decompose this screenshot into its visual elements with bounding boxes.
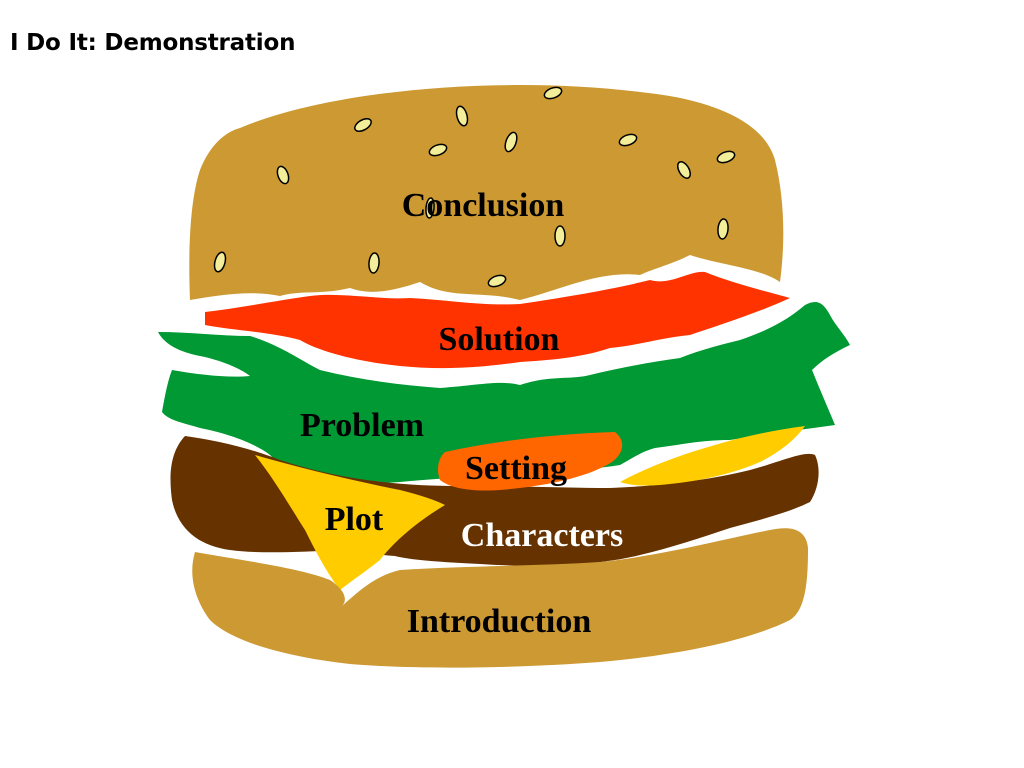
problem-label: Problem (300, 407, 424, 444)
cheese-slice-left (255, 455, 445, 590)
lettuce-leaf (158, 302, 850, 485)
sesame-seeds (213, 86, 736, 288)
sesame-seed (554, 225, 566, 247)
introduction-label: Introduction (407, 603, 592, 640)
sesame-seed (425, 197, 435, 219)
top-bun-layer (189, 85, 784, 300)
conclusion-label: Conclusion (402, 187, 565, 224)
slide-title: I Do It: Demonstration (10, 30, 296, 56)
sesame-seed (504, 131, 518, 153)
sesame-seed (354, 118, 372, 132)
plot-label: Plot (325, 501, 384, 538)
bottom-bun (192, 528, 808, 668)
tomato-slice (205, 271, 790, 369)
setting-label: Setting (465, 450, 567, 487)
characters-label: Characters (461, 517, 623, 554)
pickle-slice (437, 432, 623, 491)
sesame-seed (428, 143, 448, 157)
sesame-seed (455, 105, 469, 127)
sesame-seed (543, 86, 563, 100)
sesame-seed (717, 218, 729, 240)
sesame-seed (487, 274, 507, 288)
sesame-seed (276, 165, 290, 185)
cheese-slice-right (620, 426, 805, 486)
sesame-seed (716, 150, 736, 164)
solution-label: Solution (439, 321, 560, 358)
sesame-seed (677, 161, 691, 179)
sesame-seed (618, 133, 638, 147)
sesame-seed (368, 252, 380, 274)
sesame-seed (213, 251, 227, 273)
